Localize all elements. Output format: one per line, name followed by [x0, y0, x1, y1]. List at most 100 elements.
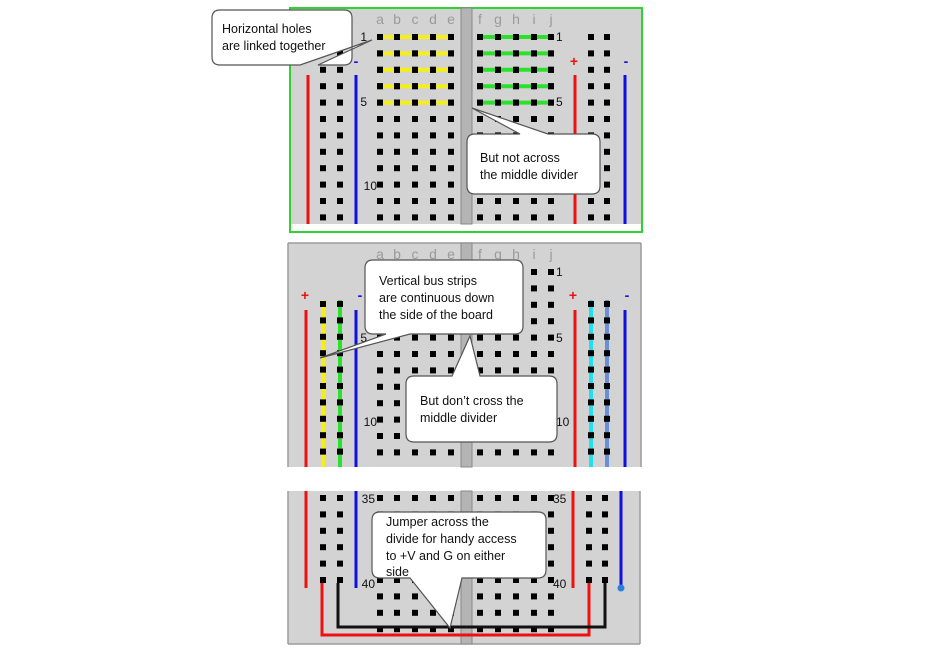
- terminal-hole: [377, 416, 383, 423]
- panel1-middle-divider: [460, 7, 473, 225]
- rail-hole: [588, 116, 594, 122]
- terminal-hole: [531, 449, 537, 456]
- rail-hole: [337, 448, 343, 455]
- callout-horizontal-holes: Horizontal holes are linked together: [211, 9, 373, 66]
- terminal-hole: [377, 34, 383, 40]
- terminal-hole: [377, 433, 383, 439]
- panel3-rail-end-dot: [617, 584, 625, 592]
- panel1-minus-right: -: [624, 53, 629, 69]
- terminal-hole: [377, 181, 383, 188]
- p2-col-letter-c: c: [412, 246, 419, 262]
- rail-hole: [337, 560, 343, 567]
- rail-hole: [337, 148, 343, 155]
- rail-hole: [337, 577, 343, 583]
- terminal-hole: [548, 301, 554, 308]
- terminal-hole: [548, 351, 554, 357]
- rail-hole: [586, 527, 592, 534]
- rail-hole: [588, 198, 594, 204]
- rail-hole: [320, 83, 326, 90]
- terminal-hole: [377, 66, 383, 73]
- terminal-hole: [531, 269, 537, 275]
- rail-hole: [337, 50, 343, 57]
- rail-hole: [588, 432, 594, 439]
- rail-hole: [337, 415, 343, 422]
- rail-hole: [588, 66, 594, 73]
- terminal-hole: [477, 449, 483, 456]
- terminal-hole: [430, 66, 436, 73]
- terminal-hole: [495, 449, 501, 456]
- terminal-hole: [477, 116, 483, 122]
- p2-col-letter-a: a: [376, 246, 384, 262]
- terminal-hole: [513, 351, 519, 357]
- terminal-hole: [495, 367, 501, 374]
- rail-hole: [588, 399, 594, 406]
- terminal-hole: [377, 449, 383, 456]
- terminal-hole: [412, 83, 418, 90]
- panel1-row-1-right: 1: [556, 30, 563, 44]
- terminal-hole: [448, 198, 454, 204]
- col-letter-h: h: [512, 11, 520, 27]
- terminal-hole: [448, 66, 454, 73]
- terminal-hole: [531, 495, 537, 501]
- terminal-hole: [394, 367, 400, 374]
- rail-hole: [337, 432, 343, 439]
- rail-hole: [337, 165, 343, 172]
- rail-hole: [604, 366, 610, 373]
- panel2-column-letters: a b c d e f g h i j: [376, 246, 552, 262]
- terminal-hole: [495, 34, 501, 40]
- panel1-minus-left: -: [354, 53, 359, 69]
- terminal-hole: [430, 626, 436, 633]
- terminal-hole: [495, 609, 501, 616]
- terminal-hole: [394, 66, 400, 73]
- terminal-hole: [495, 593, 501, 600]
- terminal-hole: [448, 165, 454, 172]
- rail-hole: [602, 560, 608, 567]
- panel2-row-1-right: 1: [556, 265, 563, 279]
- rail-hole: [604, 34, 610, 40]
- terminal-hole: [430, 495, 436, 501]
- rail-hole: [320, 99, 326, 106]
- terminal-hole: [412, 181, 418, 188]
- terminal-hole: [531, 334, 537, 341]
- terminal-hole: [412, 593, 418, 600]
- terminal-hole: [430, 50, 436, 57]
- p2-col-letter-e: e: [447, 246, 455, 262]
- col-letter-i: i: [532, 11, 535, 27]
- rail-hole: [320, 432, 326, 439]
- terminal-hole: [430, 148, 436, 155]
- terminal-hole: [412, 214, 418, 221]
- terminal-hole: [448, 626, 454, 633]
- rail-hole: [337, 383, 343, 389]
- terminal-hole: [531, 285, 537, 292]
- p2-col-letter-b: b: [393, 246, 401, 262]
- terminal-hole: [548, 334, 554, 341]
- panel1-row-5-left: 5: [360, 95, 367, 109]
- terminal-hole: [531, 66, 537, 73]
- terminal-hole: [495, 351, 501, 357]
- terminal-hole: [531, 116, 537, 122]
- terminal-hole: [513, 116, 519, 122]
- rail-hole: [604, 448, 610, 455]
- terminal-hole: [495, 66, 501, 73]
- rail-hole: [588, 214, 594, 221]
- terminal-hole: [430, 116, 436, 122]
- terminal-hole: [430, 165, 436, 172]
- rail-hole: [320, 511, 326, 518]
- rail-hole: [337, 399, 343, 406]
- rail-hole: [604, 214, 610, 221]
- terminal-hole: [513, 626, 519, 633]
- terminal-hole: [477, 334, 483, 341]
- terminal-hole: [477, 593, 483, 600]
- terminal-hole: [377, 148, 383, 155]
- terminal-hole: [448, 449, 454, 456]
- terminal-hole: [548, 214, 554, 221]
- terminal-hole: [377, 351, 383, 357]
- terminal-hole: [377, 383, 383, 390]
- terminal-hole: [394, 449, 400, 456]
- rail-hole: [588, 350, 594, 357]
- terminal-hole: [412, 132, 418, 139]
- rail-hole: [320, 383, 326, 389]
- rail-hole: [588, 50, 594, 57]
- terminal-hole: [548, 198, 554, 204]
- panel2-minus-right: -: [625, 287, 630, 303]
